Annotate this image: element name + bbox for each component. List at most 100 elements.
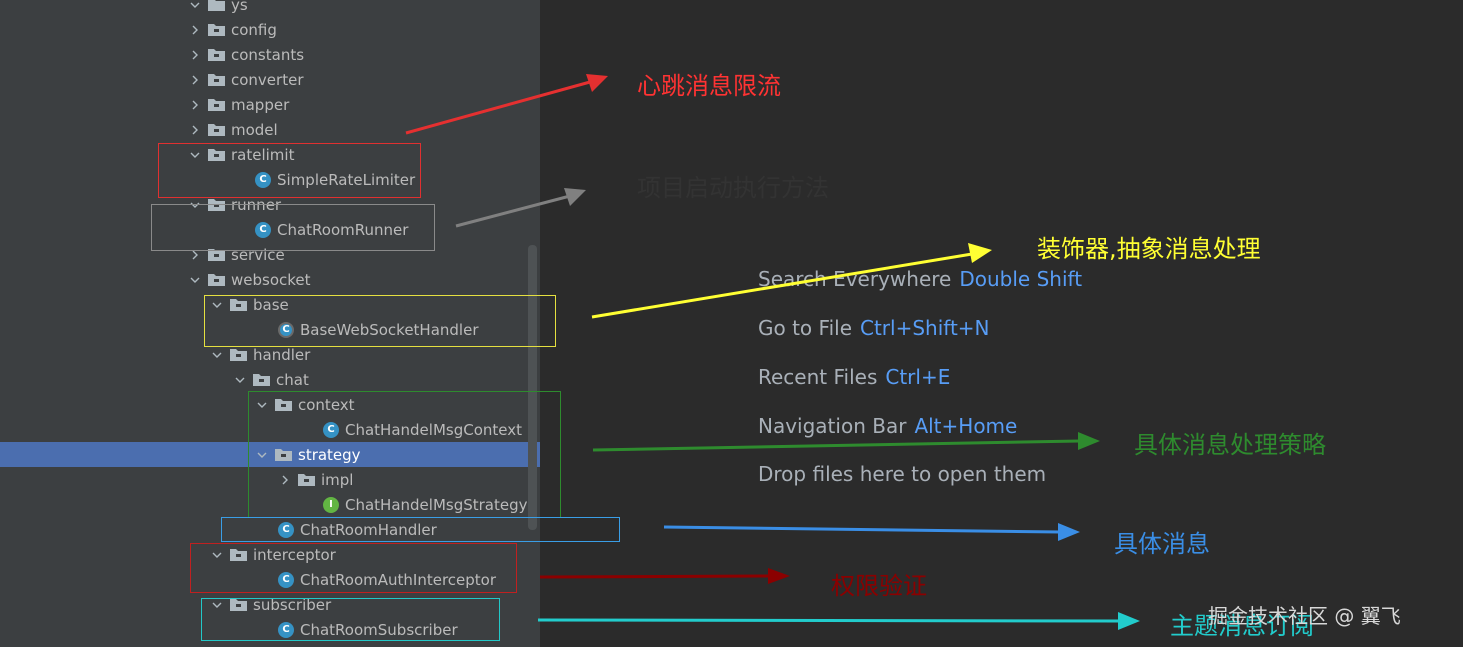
- tree-item-label: ChatHandelMsgStrategy: [345, 495, 528, 514]
- chevron-down-icon[interactable]: [210, 298, 224, 312]
- folder-icon: [208, 0, 225, 12]
- tree-item-label: websocket: [231, 270, 311, 289]
- watermark: 掘金技术社区 @ 翼飞: [1208, 604, 1401, 628]
- chevron-down-icon[interactable]: [210, 548, 224, 562]
- subscriber-highlight-box: [201, 598, 500, 641]
- hint-drop-files: Drop files here to open them: [758, 462, 1046, 486]
- folder-icon: [208, 273, 225, 287]
- tree-row-interceptor[interactable]: interceptor: [0, 542, 540, 567]
- tree-item-label: config: [231, 20, 277, 39]
- tree-row-impl[interactable]: impl: [0, 467, 540, 492]
- tree-row-subscriber[interactable]: subscriber: [0, 592, 540, 617]
- tree-row-handler[interactable]: handler: [0, 342, 540, 367]
- tree-row-chat[interactable]: chat: [0, 367, 540, 392]
- chevron-right-icon[interactable]: [188, 248, 202, 262]
- chevron-right-icon[interactable]: [278, 473, 292, 487]
- tree-item-label: subscriber: [253, 595, 332, 614]
- tree-row-websocket[interactable]: websocket: [0, 267, 540, 292]
- folder-icon: [275, 448, 292, 462]
- chevron-right-icon[interactable]: [188, 23, 202, 37]
- hint-text: Navigation Bar: [758, 414, 907, 438]
- tree-item-label: converter: [231, 70, 304, 89]
- tree-item-label: handler: [253, 345, 311, 364]
- tree-row-chatroomsubscriber[interactable]: C ChatRoomSubscriber: [0, 617, 540, 642]
- arrow-handler: [663, 523, 1080, 541]
- folder-icon: [298, 473, 315, 487]
- annotation-handler: 具体消息: [1114, 530, 1210, 558]
- arrow-base: [591, 243, 992, 319]
- ratelimit-highlight-box: [158, 143, 421, 198]
- class-icon: C: [255, 221, 271, 238]
- folder-icon: [230, 598, 247, 612]
- hint-shortcut: Alt+Home: [914, 414, 1018, 438]
- folder-icon: [230, 348, 247, 362]
- chevron-down-icon[interactable]: [255, 398, 269, 412]
- class-icon: C: [278, 621, 294, 638]
- annotation-strategy: 具体消息处理策略: [1134, 431, 1326, 459]
- tree-row-constants[interactable]: constants: [0, 42, 540, 67]
- tree-row-strategy[interactable]: strategy: [0, 442, 540, 467]
- folder-icon: [208, 98, 225, 112]
- chevron-right-icon[interactable]: [188, 98, 202, 112]
- chevron-down-icon[interactable]: [210, 348, 224, 362]
- tree-row-root[interactable]: ys: [0, 0, 540, 17]
- annotation-runner: 项目启动执行方法: [637, 174, 829, 202]
- chevron-down-icon[interactable]: [210, 598, 224, 612]
- tree-row-context[interactable]: context: [0, 392, 540, 417]
- arrow-strategy: [592, 432, 1100, 452]
- tree-row-chatroomrunner[interactable]: C ChatRoomRunner: [0, 217, 540, 242]
- tree-row-ratelimit[interactable]: ratelimit: [0, 142, 540, 167]
- folder-icon: [208, 48, 225, 62]
- tree-row-config[interactable]: config: [0, 17, 540, 42]
- tree-item-label: context: [298, 395, 355, 414]
- chevron-down-icon[interactable]: [233, 373, 247, 387]
- folder-icon: [253, 373, 270, 387]
- arrow-interceptor: [539, 568, 790, 584]
- tree-scrollbar[interactable]: [528, 245, 537, 530]
- chevron-down-icon[interactable]: [255, 448, 269, 462]
- tree-item-label: ChatRoomRunner: [277, 220, 409, 239]
- chevron-down-icon[interactable]: [188, 0, 202, 12]
- handler-highlight-box: [221, 517, 620, 542]
- tree-item-label: ChatHandelMsgContext: [345, 420, 522, 439]
- chevron-right-icon[interactable]: [188, 48, 202, 62]
- class-icon: C: [323, 421, 339, 438]
- arrow-runner: [455, 188, 586, 228]
- chevron-down-icon[interactable]: [188, 273, 202, 287]
- chevron-down-icon[interactable]: [188, 198, 202, 212]
- annotation-interceptor: 权限验证: [831, 572, 927, 600]
- tree-row-base[interactable]: base: [0, 292, 540, 317]
- folder-icon: [208, 248, 225, 262]
- hint-text: Drop files here to open them: [758, 462, 1047, 486]
- class-icon: C: [255, 171, 271, 188]
- hint-shortcut: Double Shift: [959, 267, 1083, 291]
- tree-item-label: constants: [231, 45, 305, 64]
- chevron-down-icon[interactable]: [188, 148, 202, 162]
- tree-item-label: BaseWebSocketHandler: [300, 320, 479, 339]
- tree-item-label: chat: [276, 370, 309, 389]
- editor-area: [540, 0, 1463, 647]
- tree-row-converter[interactable]: converter: [0, 67, 540, 92]
- tree-item-label: interceptor: [253, 545, 336, 564]
- tree-item-label: base: [253, 295, 289, 314]
- folder-icon: [275, 398, 292, 412]
- folder-icon: [230, 298, 247, 312]
- chevron-right-icon[interactable]: [188, 123, 202, 137]
- tree-row-chathandelmsgcontext[interactable]: C ChatHandelMsgContext: [0, 417, 540, 442]
- folder-icon: [230, 548, 247, 562]
- tree-row-model[interactable]: model: [0, 117, 540, 142]
- tree-row-mapper[interactable]: mapper: [0, 92, 540, 117]
- chevron-right-icon[interactable]: [188, 73, 202, 87]
- tree-item-label: ChatRoomSubscriber: [300, 620, 458, 639]
- annotation-base: 装饰器,抽象消息处理: [1037, 235, 1261, 263]
